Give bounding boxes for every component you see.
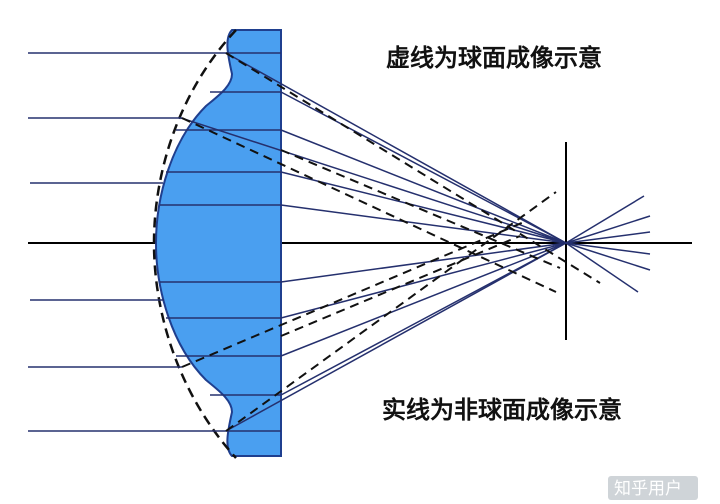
caption-aspherical: 实线为非球面成像示意 — [382, 396, 622, 424]
diverging-rays — [565, 195, 651, 293]
watermark: 知乎用户 — [608, 476, 698, 500]
spherical-refracted-rays-dashed — [181, 52, 601, 432]
watermark-text: 知乎用户 — [614, 479, 682, 499]
aspherical-lens — [154, 29, 282, 457]
spherical-surface-dashed — [152, 29, 237, 459]
caption-spherical: 虚线为球面成像示意 — [386, 44, 602, 72]
incoming-rays — [28, 52, 226, 432]
lens-ray-segments — [160, 52, 281, 432]
